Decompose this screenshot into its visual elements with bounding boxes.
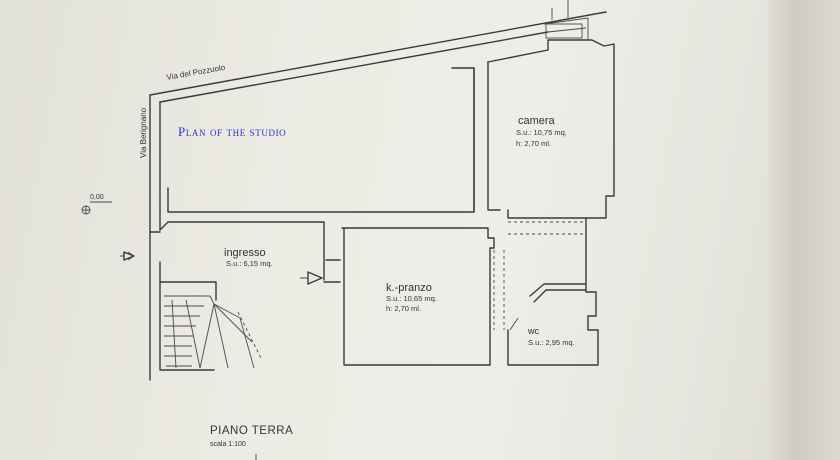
kpranzo-height: h: 2,70 ml. [386, 304, 421, 313]
paper-fold [768, 0, 840, 460]
ingresso-area: S.u.: 6,15 mq. [226, 259, 273, 268]
studio-room [167, 67, 475, 213]
kpranzo-name: k.-pranzo [386, 282, 432, 294]
camera-area: S.u.: 10,75 mq. [516, 128, 567, 137]
camera-name: camera [518, 115, 556, 127]
plan-title: Plan of the studio [178, 124, 286, 139]
entrance-arrow-west [120, 251, 135, 261]
camera-room [487, 0, 615, 219]
staircase [159, 281, 263, 371]
street-north-label: Via del Pozzuolo [166, 63, 227, 82]
street-west-label: Via Berignano [139, 107, 148, 158]
entrance-arrow-inner [300, 271, 323, 285]
kpranzo-room [323, 227, 495, 366]
wc-area: S.u.: 2,95 mq. [528, 338, 575, 347]
wc-name: wc [527, 326, 539, 336]
kpranzo-area: S.u.: 10,65 mq. [386, 294, 437, 303]
camera-height: h: 2,70 ml. [516, 139, 551, 148]
outer-walls [149, 11, 607, 381]
elevation-label: 0,00 [90, 194, 104, 201]
elevation-marker [81, 201, 112, 215]
wc-room [507, 217, 599, 366]
ingresso-room [149, 221, 325, 301]
ingresso-name: ingresso [224, 247, 266, 259]
scale-label: scala 1:100 [210, 441, 246, 448]
floor-label: PIANO TERRA [210, 425, 293, 437]
corridor-openings [493, 221, 586, 330]
